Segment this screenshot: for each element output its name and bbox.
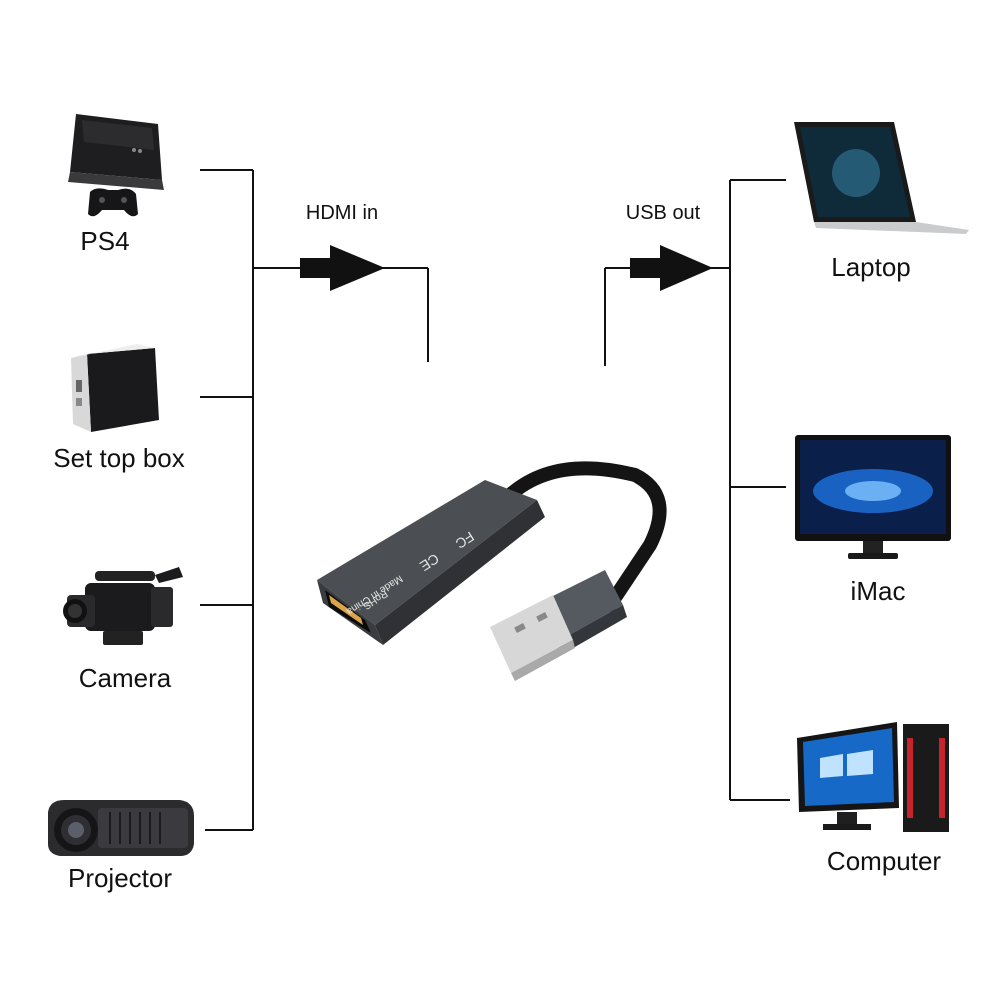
desktop-computer-icon [797,722,949,832]
ps4-label: PS4 [80,226,130,256]
usb-out-label: USB out [625,202,701,224]
computer-label: Computer [826,846,942,876]
projector-icon [48,800,194,856]
usb-arrow-icon [630,245,713,291]
laptop-icon [794,122,969,234]
hdmi-in-label: HDMI in [305,202,379,224]
hdmi-arrow-icon [300,245,385,291]
camera-label: Camera [78,663,172,693]
imac-label: iMac [850,576,906,606]
camcorder-icon [63,567,183,645]
laptop-label: Laptop [831,252,911,282]
game-console-icon [68,114,164,217]
set-top-box-label: Set top box [53,443,185,473]
set-top-box-icon [71,344,159,432]
imac-icon [795,435,951,559]
projector-label: Projector [67,863,173,893]
hdmi-usb-capture-card-icon: Made in China RoHS CE FC [317,461,667,681]
